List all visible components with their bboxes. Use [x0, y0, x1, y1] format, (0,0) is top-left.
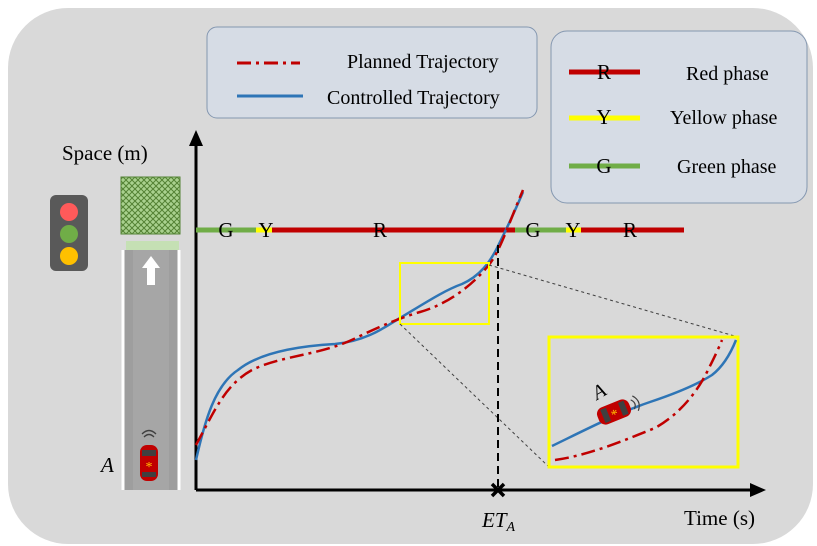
- x-axis-label: Time (s): [684, 506, 755, 530]
- zoom-planned-trajectory: [554, 339, 724, 462]
- car-icon: *: [140, 429, 158, 481]
- zoom-car-icon: *: [596, 395, 640, 425]
- phase-letter-r-1: R: [373, 218, 387, 242]
- x-axis-arrow: [750, 483, 766, 497]
- traffic-light-icon: [50, 195, 88, 271]
- phase-legend: R Red phase Y Yellow phase G Green phase: [550, 30, 808, 204]
- traffic-light-green-lamp: [60, 225, 78, 243]
- yellow-phase-label: Yellow phase: [670, 107, 778, 129]
- red-phase-label: Red phase: [686, 63, 769, 85]
- zoom-source-box: [399, 262, 490, 325]
- stop-line: [126, 241, 179, 250]
- up-arrow-icon: [142, 256, 160, 285]
- phase-letter-g-1: G: [218, 218, 233, 242]
- green-phase-letter: G: [596, 154, 611, 178]
- phase-letter-r-2: R: [623, 218, 637, 242]
- green-phase-label: Green phase: [677, 156, 777, 178]
- controlled-trajectory-curve: [194, 191, 525, 461]
- car-marker: *: [146, 460, 153, 475]
- zoom-wifi-icon: [630, 395, 640, 411]
- zoom-connector-bottom: [399, 323, 550, 468]
- event-time-label: ETA: [481, 508, 516, 535]
- wifi-icon: [141, 429, 157, 438]
- trajectory-legend: Planned Trajectory Controlled Trajectory: [206, 26, 538, 119]
- controlled-trajectory-label: Controlled Trajectory: [327, 87, 500, 109]
- phase-bar: G Y R G Y R: [196, 218, 684, 242]
- planned-trajectory-label: Planned Trajectory: [347, 51, 499, 73]
- intersection-hatched-area: [120, 176, 181, 235]
- event-time-marker-icon: [490, 482, 506, 498]
- traffic-light-red-lamp: [60, 203, 78, 221]
- phase-letter-g-2: G: [525, 218, 540, 242]
- traffic-light-amber-lamp: [60, 247, 78, 265]
- y-axis-arrow: [189, 130, 203, 146]
- planned-trajectory-curve: [194, 189, 525, 446]
- phase-letter-y-2: Y: [565, 218, 580, 242]
- zoom-connector-top: [488, 264, 739, 338]
- zoom-inset: * A: [547, 335, 740, 469]
- zoom-inset-box: [547, 335, 740, 469]
- axes: [189, 130, 766, 497]
- y-axis-label: Space (m): [62, 141, 148, 165]
- zoom-controlled-trajectory: [551, 339, 738, 448]
- yellow-phase-letter: Y: [596, 105, 611, 129]
- phase-letter-y-1: Y: [258, 218, 273, 242]
- red-phase-letter: R: [597, 60, 611, 84]
- road: [120, 176, 181, 490]
- vehicle-label: A: [99, 453, 114, 477]
